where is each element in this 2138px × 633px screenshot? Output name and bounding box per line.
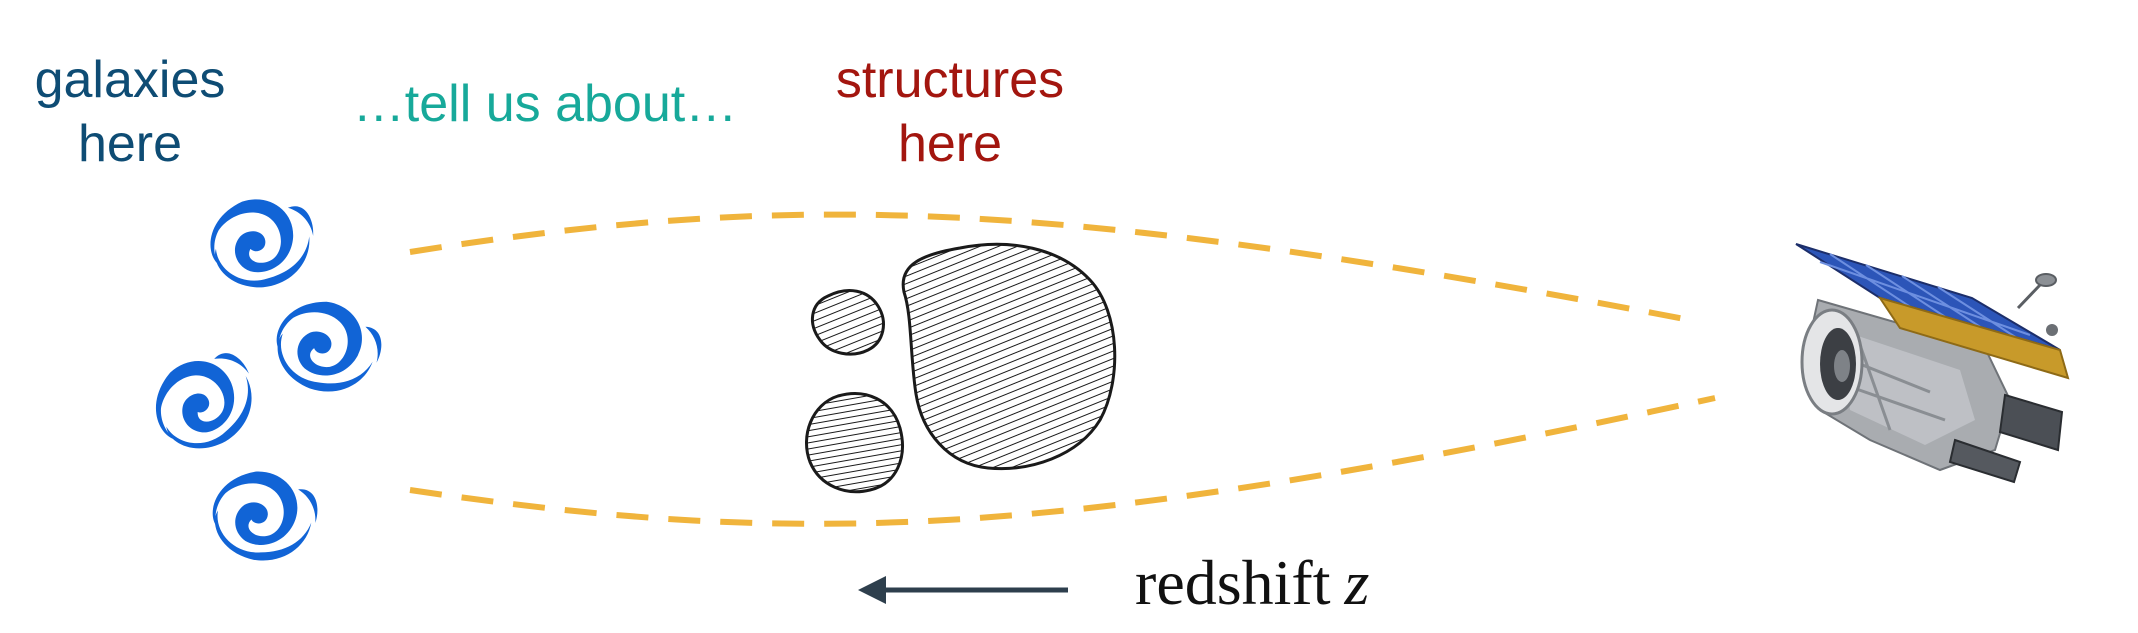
redshift-symbol: z (1344, 547, 1370, 618)
lower-light-path (409, 395, 1716, 527)
tell-us-about-label: …tell us about… (352, 75, 738, 133)
galaxies-here-label: galaxies here (10, 48, 250, 176)
left-arrow-icon (858, 576, 1068, 604)
structure-blob-small-bottom (805, 392, 904, 494)
structures-label-line1: structures (835, 51, 1065, 109)
upper-light-path (409, 211, 1691, 323)
galaxies-label-line2: here (77, 115, 183, 173)
structures-label-line2: here (897, 115, 1003, 173)
galaxies-label-line1: galaxies (34, 51, 226, 109)
spiral-galaxy-icon (137, 334, 275, 468)
space-telescope-icon (1795, 243, 2070, 484)
structures-here-label: structures here (810, 48, 1090, 176)
spiral-galaxy-icon (208, 467, 321, 566)
structure-blob-large (901, 242, 1117, 471)
redshift-word: redshift (1135, 547, 1331, 618)
structure-blob-small-top (811, 289, 885, 356)
spiral-galaxy-icon (265, 291, 390, 404)
spiral-galaxy-icon (203, 189, 322, 296)
